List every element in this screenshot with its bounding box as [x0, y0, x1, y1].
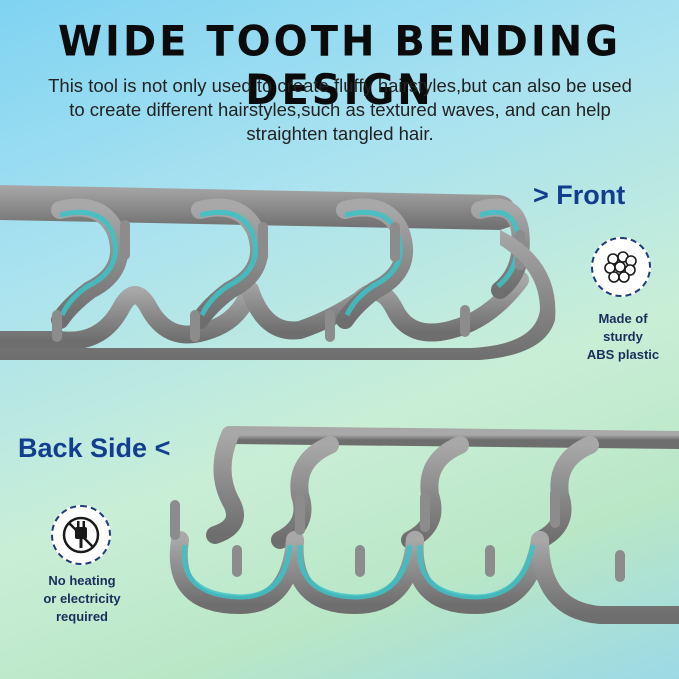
- plastic-pellets-icon: [591, 237, 651, 297]
- heating-line-2: or electricity: [43, 591, 121, 606]
- description: This tool is not only used to create flu…: [48, 75, 632, 144]
- headline: WIDE TOOTH BENDING DESIGN: [57, 17, 622, 115]
- heating-badge-text: No heating or electricity required: [24, 572, 140, 626]
- material-line-3: ABS plastic: [586, 347, 660, 362]
- back-side-label: Back Side <: [18, 433, 171, 463]
- no-plug-icon: [51, 505, 111, 565]
- front-label: > Front: [533, 180, 626, 210]
- back-comb-image: [169, 426, 679, 624]
- front-comb-image: [0, 185, 556, 360]
- material-badge-text: Made of sturdy ABS plastic: [568, 310, 678, 364]
- material-line-1: Made of: [598, 311, 648, 326]
- material-line-2: sturdy: [603, 329, 643, 344]
- heating-line-3: required: [55, 609, 108, 624]
- heating-line-1: No heating: [48, 573, 116, 588]
